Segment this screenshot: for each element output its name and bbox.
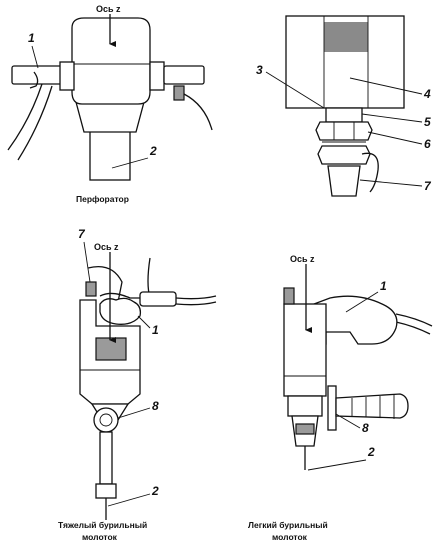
- heavy-callout-2: 2: [151, 484, 159, 498]
- perforator-bit: [89, 129, 131, 181]
- mount-lower-nut: [317, 145, 371, 165]
- perforator-caption: Перфоратор: [76, 194, 129, 204]
- perforator-body: [71, 17, 151, 105]
- mount-nut: [315, 121, 373, 141]
- light-axis-label: Ось z: [290, 254, 315, 264]
- heavy-caption-line1: Тяжелый бурильный: [58, 520, 147, 530]
- light-hammer-drawing: Ось z 1 8 2 Легкий бурильный молоток: [248, 254, 433, 542]
- mount-collar: [325, 107, 363, 123]
- light-side-handle: [335, 393, 409, 419]
- light-caption-line2: молоток: [272, 532, 308, 542]
- heavy-hammer-drawing: Ось z 7 1 8 2 Тяжелый бурильный молоток: [58, 227, 217, 542]
- perforator-callout-2: 2: [149, 144, 157, 158]
- light-side-handle-collar: [327, 385, 337, 431]
- heavy-caption-line2: молоток: [82, 532, 118, 542]
- perforator-right-clamp: [149, 61, 165, 91]
- mount-detail-drawing: 3 4 5 6 7: [256, 15, 432, 197]
- mount-callout-6: 6: [424, 137, 431, 151]
- heavy-shaft: [99, 431, 113, 485]
- perforator-axis-label: Ось z: [96, 4, 121, 14]
- mount-callout-4: 4: [423, 87, 431, 101]
- perforator-callout-1: 1: [28, 31, 35, 45]
- light-callout-2: 2: [367, 445, 375, 459]
- light-callout-1: 1: [380, 279, 387, 293]
- mount-sensor-cable: [361, 152, 379, 193]
- light-callout-8: 8: [362, 421, 369, 435]
- light-cable: [395, 313, 433, 327]
- heavy-trigger-handle: [139, 291, 177, 307]
- mount-callout-3: 3: [256, 63, 263, 77]
- light-caption-line1: Легкий бурильный: [248, 520, 328, 530]
- heavy-axis-label: Ось z: [94, 242, 119, 252]
- heavy-hose: [175, 295, 217, 300]
- heavy-operator-hand: [99, 297, 142, 325]
- perforator-sensor-cable: [183, 93, 213, 131]
- perforator-cable: [7, 83, 43, 151]
- light-head: [283, 303, 327, 397]
- mount-shank: [327, 165, 361, 197]
- heavy-chuck: [95, 483, 117, 499]
- perforator-drawing: Ось z 1 2 Перфоратор: [7, 4, 213, 204]
- perforator-right-handle: [163, 65, 205, 85]
- heavy-callout-1: 1: [152, 323, 159, 337]
- perforator-neck: [75, 101, 145, 133]
- heavy-sensor: [85, 281, 97, 297]
- mount-callout-5: 5: [424, 115, 431, 129]
- heavy-callout-7: 7: [78, 227, 86, 241]
- perforator-sensor: [173, 85, 185, 101]
- light-sensor: [283, 287, 295, 305]
- heavy-callout-8: 8: [152, 399, 159, 413]
- heavy-ring: [93, 407, 119, 433]
- mount-callout-7: 7: [424, 179, 432, 193]
- heavy-body-shading: [95, 337, 127, 361]
- light-chuck-collar: [287, 395, 323, 417]
- perforator-left-clamp: [59, 61, 75, 91]
